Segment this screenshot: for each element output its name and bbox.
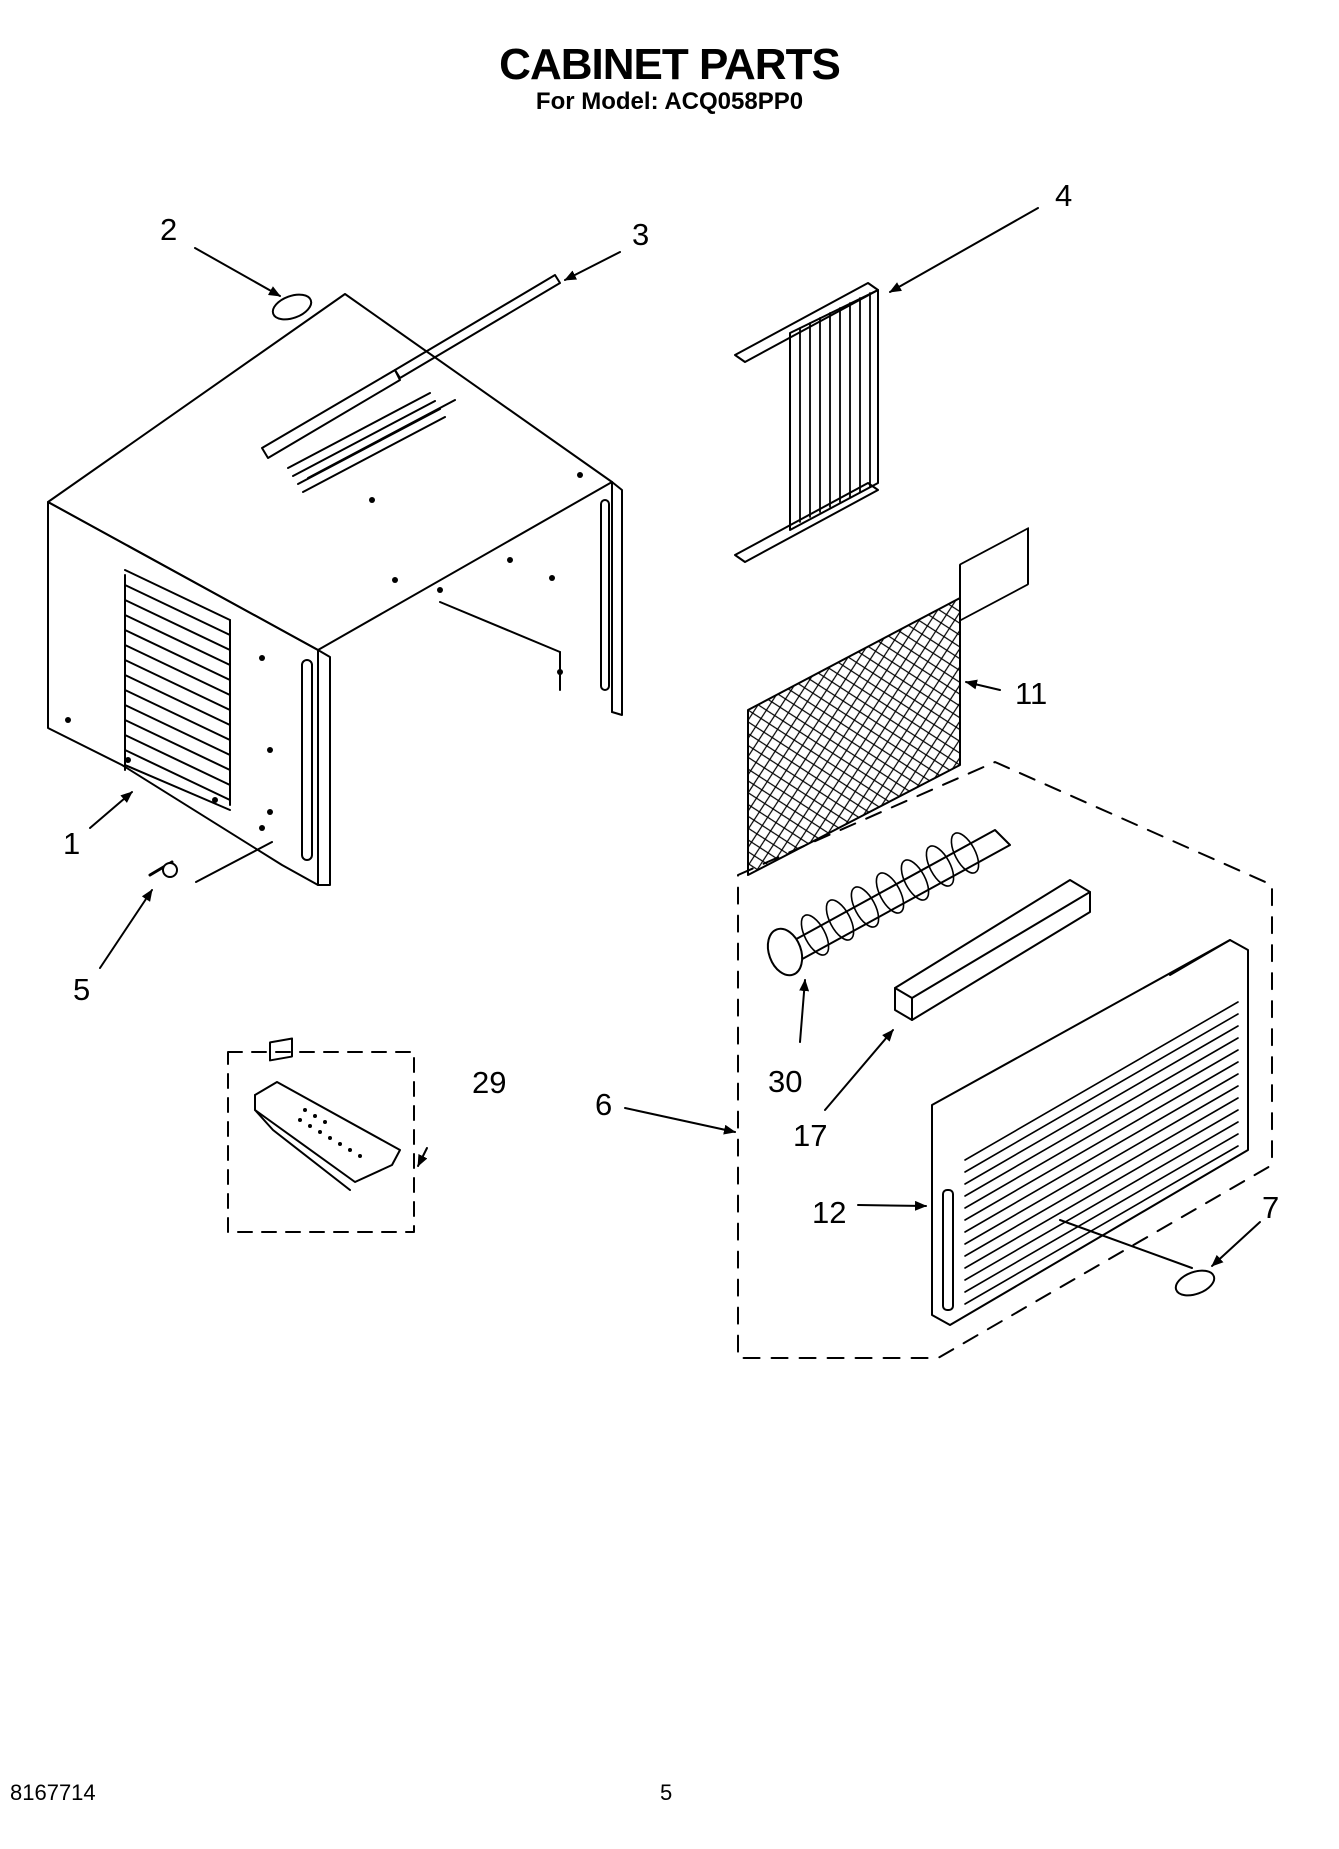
callout-29: 29 [472, 1065, 506, 1100]
model-subtitle: For Model: ACQ058PP0 [535, 88, 804, 115]
rear-grille [734, 282, 879, 563]
air-filter [0, 0, 1, 1]
page-number: 5 [660, 1780, 673, 1805]
gasket-7 [1174, 1269, 1216, 1297]
callout-2: 2 [160, 212, 177, 247]
callout-3: 3 [632, 217, 649, 252]
screw [148, 860, 178, 878]
callout-7: 7 [1262, 1190, 1279, 1225]
document-number: 8167714 [10, 1780, 96, 1805]
blower-wheel [766, 829, 1011, 977]
cabinet-wrapper [47, 293, 623, 886]
leader-lines [89, 207, 1261, 1269]
air-louver [894, 879, 1091, 1021]
callout-12: 12 [812, 1195, 846, 1230]
remote-control [254, 1037, 401, 1191]
callout-30: 30 [768, 1064, 802, 1099]
remote-box-outline [227, 1051, 415, 1233]
callout-1: 1 [63, 826, 80, 861]
top-rail [394, 274, 561, 379]
callout-6: 6 [595, 1087, 612, 1122]
callout-17: 17 [793, 1118, 827, 1153]
front-panel [931, 527, 1249, 1326]
air-filter-mesh [747, 597, 961, 876]
front-assembly-group-outline [737, 761, 1273, 1359]
callout-11: 11 [1015, 676, 1047, 711]
callout-5: 5 [73, 972, 90, 1007]
callout-4: 4 [1055, 178, 1072, 213]
gasket-2 [271, 293, 313, 321]
page-title: CABINET PARTS [499, 40, 841, 89]
